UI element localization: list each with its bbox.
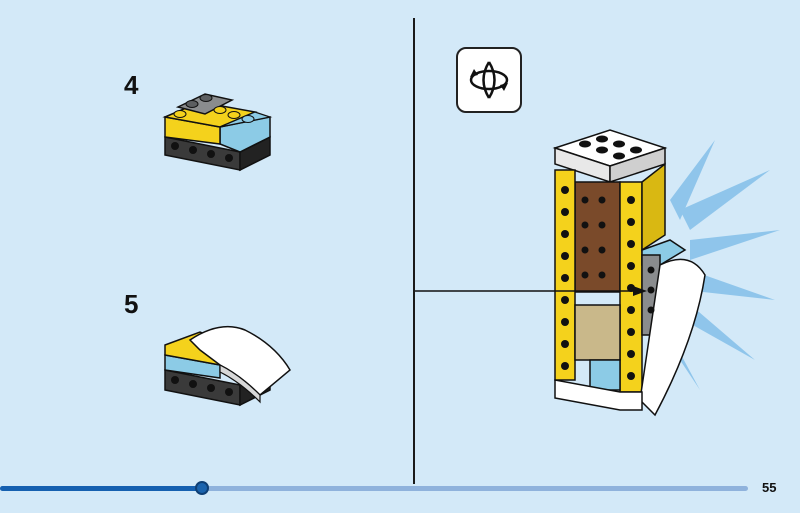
progress-knob [194,481,209,495]
page-number: 55 [762,480,777,495]
placement-arrow [415,286,647,296]
progress-fill [0,486,202,491]
step-number-5: 5 [124,289,139,319]
step-4-build-illustration [162,93,273,172]
main-model-illustration [552,129,780,417]
progress-bar [0,481,748,495]
step-5-build-illustration [164,325,291,407]
rotate-arrows-icon [469,61,509,99]
rotate-model-icon [456,47,522,113]
step-number-4: 4 [124,70,139,100]
panel-divider [413,18,415,484]
